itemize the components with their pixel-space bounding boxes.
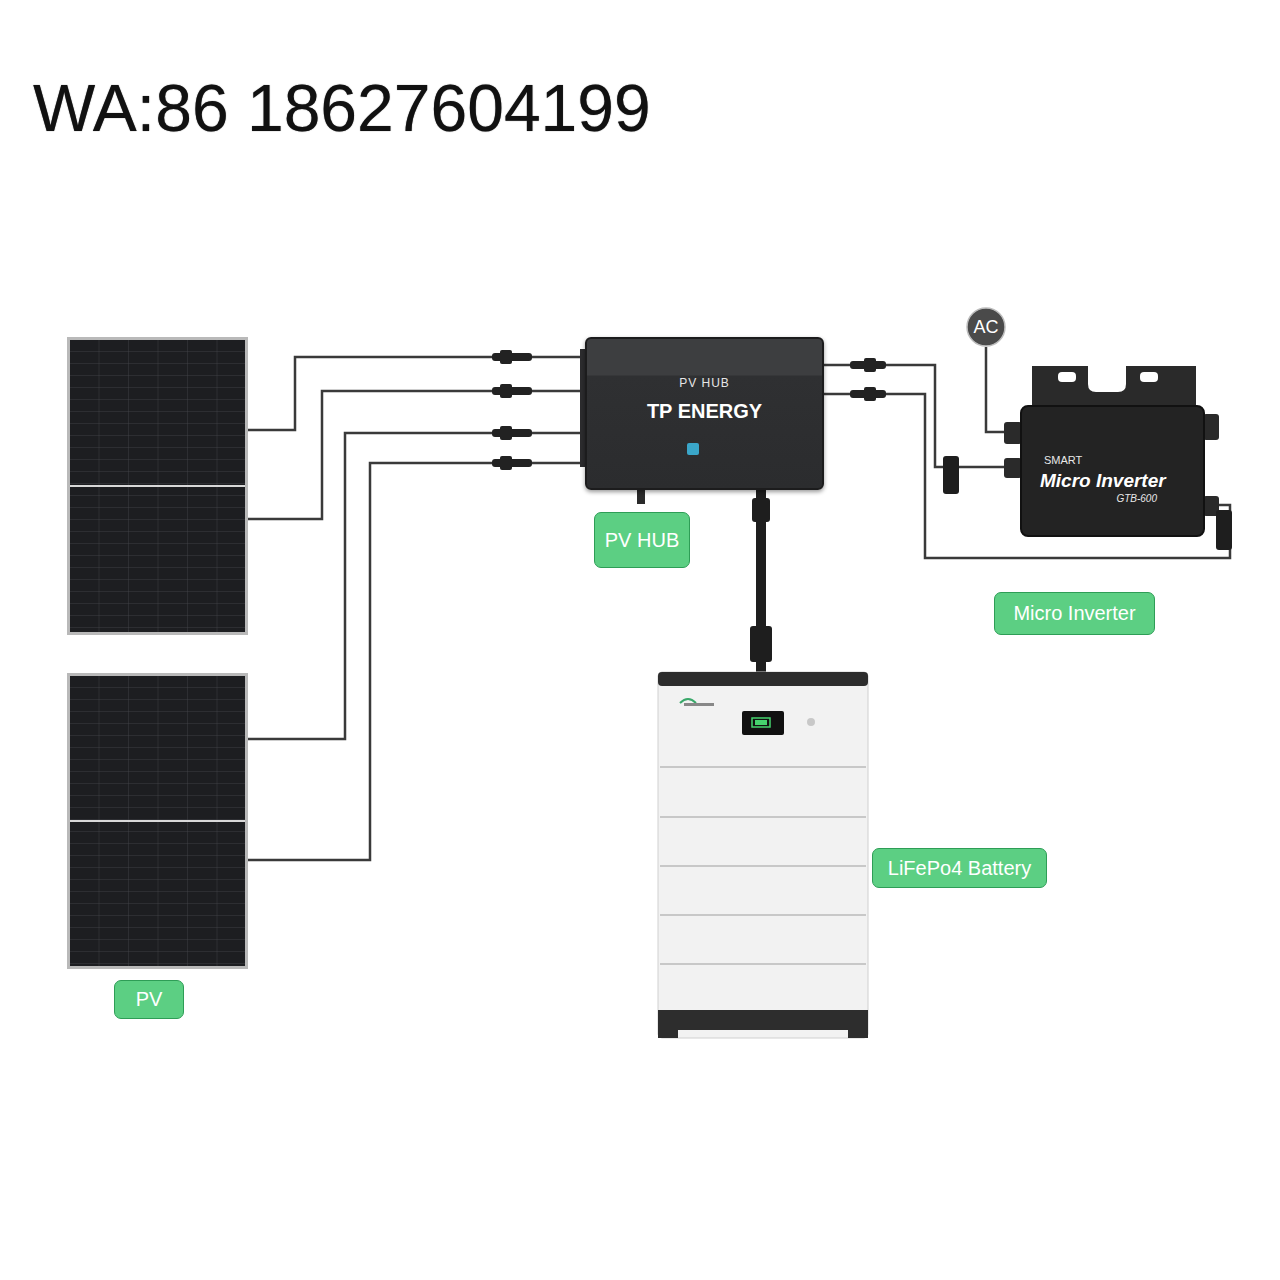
label-tag: LiFePo4 Battery	[872, 848, 1047, 888]
label-tag: Micro Inverter	[994, 592, 1155, 635]
wire-connector	[986, 347, 1020, 432]
pv-wire	[248, 357, 585, 860]
micro-inverter-device: SMART Micro InverterGTB-600	[1020, 405, 1205, 537]
battery-stack	[658, 672, 868, 1038]
tag-text: PV	[136, 988, 163, 1011]
device-text: AC	[952, 317, 1020, 338]
ac-circle: AC	[952, 307, 1020, 347]
device-text: SMART	[1044, 454, 1082, 466]
solar-panel	[67, 337, 248, 635]
label-tag: PV	[114, 980, 184, 1019]
wire-connector	[824, 365, 1020, 467]
device-text: Micro Inverter	[1040, 470, 1166, 492]
status-light	[687, 443, 699, 455]
label-tag: PV HUB	[594, 512, 690, 568]
device-text: PV HUB	[587, 376, 822, 390]
tag-text: LiFePo4 Battery	[888, 857, 1031, 880]
solar-panel	[67, 673, 248, 969]
pv-hub-device: PV HUB TP ENERGY	[585, 337, 824, 490]
tag-text: Micro Inverter	[1013, 602, 1135, 625]
device-text: TP ENERGY	[587, 400, 822, 423]
device-text: GTB-600	[1116, 493, 1157, 504]
tag-text: PV HUB	[605, 529, 679, 552]
wire-connector	[824, 394, 1230, 558]
contact-watermark: WA:86 18627604199	[33, 70, 651, 146]
